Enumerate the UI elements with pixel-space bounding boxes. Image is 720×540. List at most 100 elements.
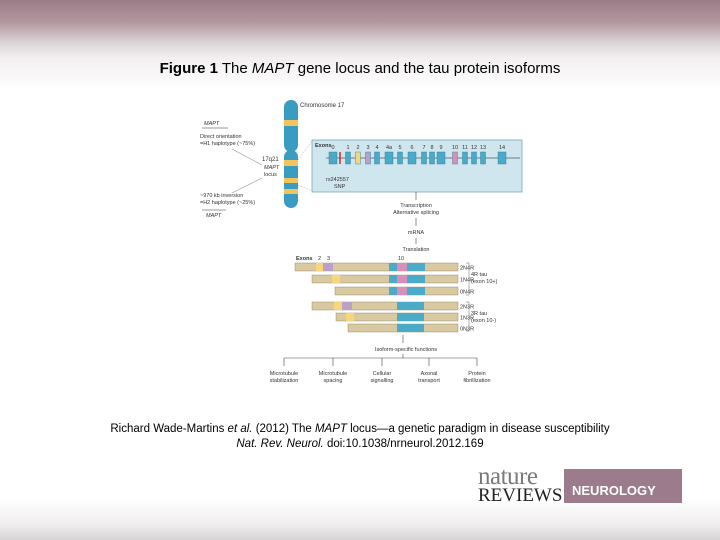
exon-label-9: 9 xyxy=(439,145,442,151)
inversion-label: ~970 kb inversion xyxy=(200,193,243,199)
exon-6 xyxy=(407,151,417,165)
function-tree xyxy=(284,354,477,359)
exon-4 xyxy=(374,151,380,165)
protein-bar xyxy=(311,301,459,311)
exon-13 xyxy=(480,151,486,165)
exon-label-3: 3 xyxy=(366,145,369,151)
exon-3-label: 3 xyxy=(327,256,330,262)
exons-label: Exons xyxy=(315,143,332,149)
protein-bar xyxy=(311,274,459,284)
exon-panel xyxy=(311,139,523,193)
repeat-segment xyxy=(397,313,424,321)
repeat-segment xyxy=(407,275,425,283)
exon-9 xyxy=(436,151,446,165)
direct-orientation-label: Direct orientation xyxy=(200,134,242,140)
exon-label-1: 1 xyxy=(346,145,349,151)
function-label: spacing xyxy=(324,378,343,384)
exon-label-2: 2 xyxy=(356,145,359,151)
functions-title: Isoform-specific functions xyxy=(375,347,437,353)
snp-id-label: rs242557 xyxy=(326,177,349,183)
zoom-line xyxy=(297,140,313,161)
caption-authors: Richard Wade-Martins xyxy=(110,423,225,435)
exon-8 xyxy=(429,151,435,165)
exon-label-14: 14 xyxy=(499,145,505,151)
exon-label-12: 12 xyxy=(471,145,477,151)
isoform-label: 1N3R xyxy=(460,316,474,322)
exon-label-11: 11 xyxy=(462,145,468,151)
isoform-2N3R: 2N3R xyxy=(311,301,474,311)
isoform-0N4R: 0N4R xyxy=(334,286,474,296)
exon-label-7: 7 xyxy=(422,145,425,151)
h2-haplotype-label: =H2 haplotype (~25%) xyxy=(200,200,255,206)
mrna-label: mRNA xyxy=(408,230,425,236)
translation-label: Translation xyxy=(402,247,429,253)
exon-7 xyxy=(421,151,427,165)
repeat-segment xyxy=(389,263,397,271)
isoform-1N4R: 1N4R xyxy=(311,274,474,284)
splicing-label: Alternative splicing xyxy=(393,210,439,216)
exon-2-segment xyxy=(334,302,342,310)
isoform-label: 0N4R xyxy=(460,290,474,296)
exon-10-label: 10 xyxy=(398,256,404,262)
function-label: Microtubule xyxy=(319,371,347,377)
function-label: Protein xyxy=(468,371,485,377)
exon-10 xyxy=(452,151,458,165)
locus-gene-label: MAPT xyxy=(264,165,280,171)
caption-title: locus—a genetic paradigm in disease susc… xyxy=(350,423,610,435)
isoform-exons-label: Exons xyxy=(296,256,313,262)
exon-2-segment xyxy=(346,313,354,321)
mapt-forward-label: MAPT xyxy=(204,121,220,127)
exon-12 xyxy=(471,151,477,165)
exon-label-6: 6 xyxy=(410,145,413,151)
function-label: fibrillization xyxy=(463,378,490,384)
band-label: 17q21 xyxy=(262,157,279,163)
isoform-label: 2N3R xyxy=(460,305,474,311)
exon-5 xyxy=(397,151,403,165)
4r-exon-label: (exon 10+) xyxy=(471,279,498,285)
repeat-segment xyxy=(389,275,397,283)
logo-neurology: NEUROLOGY xyxy=(564,469,682,503)
figure-caption: Richard Wade-Martins et al. (2012) The M… xyxy=(0,422,720,452)
caption-journal: Nat. Rev. Neurol. xyxy=(236,438,324,450)
title-gene: MAPT xyxy=(251,60,294,77)
figure-title: Figure 1 The MAPT gene locus and the tau… xyxy=(0,60,720,77)
nature-reviews-neurology-logo: nature REVIEWS NEUROLOGY xyxy=(478,463,684,506)
logo-reviews: REVIEWS xyxy=(478,485,563,506)
caption-gene: MAPT xyxy=(314,423,347,435)
title-pre: The xyxy=(221,60,248,77)
function-label: Microtubule xyxy=(270,371,298,377)
exon-label-13: 13 xyxy=(480,145,486,151)
4r-tau-label: 4R tau xyxy=(471,272,487,278)
caption-etal: et al. xyxy=(227,423,253,435)
function-label: transport xyxy=(418,378,440,384)
caption-year: (2012) The xyxy=(255,423,312,435)
zoom-line xyxy=(297,184,313,192)
protein-bar xyxy=(294,262,459,272)
exon-10-segment xyxy=(397,275,407,283)
exon-label-4: 4 xyxy=(375,145,378,151)
chromosome-label: Chromosome 17 xyxy=(300,103,345,109)
exon-14 xyxy=(497,151,507,165)
chromosome-17 xyxy=(284,100,298,208)
figure-number: Figure 1 xyxy=(159,60,218,77)
exon-0 xyxy=(328,151,338,165)
pointer-line xyxy=(231,177,263,194)
isoform-0N3R: 0N3R xyxy=(347,323,474,333)
pointer-line xyxy=(231,148,263,166)
exon-3 xyxy=(365,151,371,165)
exon-label-8: 8 xyxy=(430,145,433,151)
repeat-segment xyxy=(407,287,425,295)
function-label: Cellular xyxy=(373,371,392,377)
exon-label-4a: 4a xyxy=(386,145,393,151)
exon-2 xyxy=(355,151,361,165)
function-label: signalling xyxy=(371,378,394,384)
exon-2-segment xyxy=(316,263,324,271)
exon-3-segment xyxy=(342,302,352,310)
mapt-reverse-label: MAPT xyxy=(206,213,222,219)
repeat-segment xyxy=(397,324,424,332)
isoform-2N4R: 2N4R xyxy=(294,262,474,272)
exon-2-label: 2 xyxy=(318,256,321,262)
exon-11 xyxy=(462,151,468,165)
exon-label-5: 5 xyxy=(398,145,401,151)
